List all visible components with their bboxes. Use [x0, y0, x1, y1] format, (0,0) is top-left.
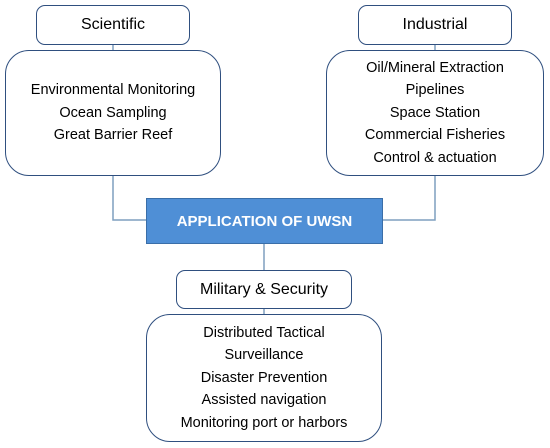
industrial-item-2: Pipelines [405, 82, 465, 99]
military-item-4: Assisted navigation [201, 392, 327, 409]
industrial-list-box: Oil/Mineral Extraction Pipelines Space S… [326, 50, 544, 176]
industrial-item-5: Control & actuation [373, 149, 497, 166]
industrial-title: Industrial [402, 16, 468, 33]
military-item-1: Distributed Tactical [203, 324, 325, 341]
scientific-item-1: Environmental Monitoring [30, 82, 196, 99]
military-item-2: Surveillance [224, 347, 304, 364]
connector-industrial-center [383, 175, 436, 221]
military-title-box: Military & Security [176, 270, 352, 309]
scientific-title: Scientific [80, 16, 146, 33]
industrial-item-3: Space Station [389, 104, 481, 121]
center-label: APPLICATION OF UWSN [176, 212, 353, 230]
scientific-item-2: Ocean Sampling [59, 104, 167, 121]
military-title: Military & Security [199, 280, 329, 298]
industrial-item-1: Oil/Mineral Extraction [366, 59, 504, 76]
scientific-item-3: Great Barrier Reef [53, 127, 173, 144]
military-item-5: Monitoring port or harbors [180, 414, 348, 431]
industrial-title-box: Industrial [358, 5, 512, 45]
scientific-list-box: Environmental Monitoring Ocean Sampling … [5, 50, 221, 176]
scientific-title-box: Scientific [36, 5, 190, 45]
industrial-item-4: Commercial Fisheries [364, 127, 506, 144]
military-item-3: Disaster Prevention [200, 369, 328, 386]
military-list-box: Distributed Tactical Surveillance Disast… [146, 314, 382, 442]
connector-scientific-center [112, 175, 146, 221]
center-box: APPLICATION OF UWSN [146, 198, 383, 244]
